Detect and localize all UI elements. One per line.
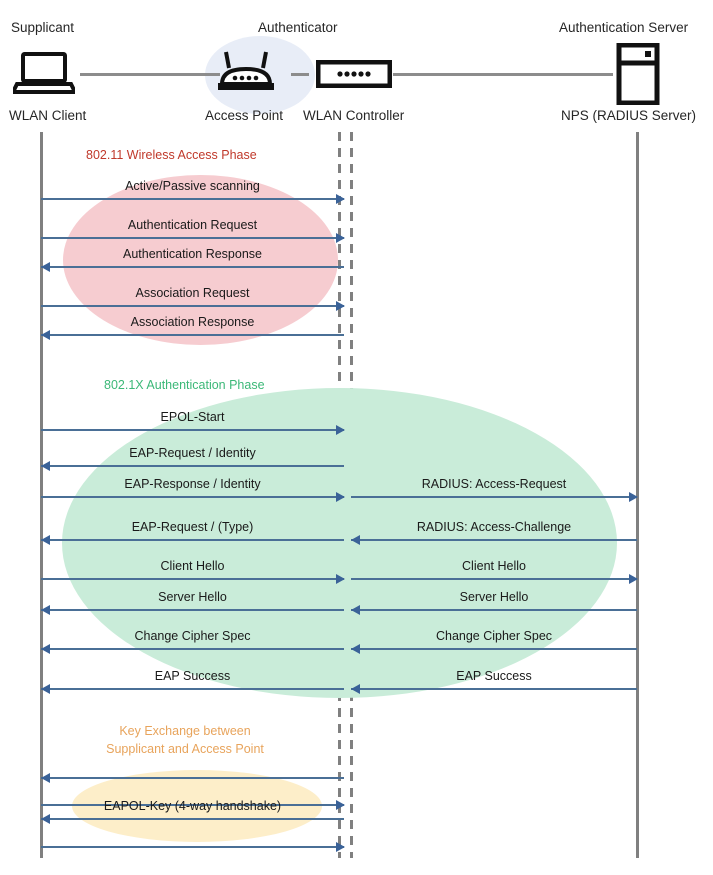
- actor-device-wlan-client: WLAN Client: [9, 108, 87, 123]
- actor-role-authenticator: Authenticator: [258, 20, 338, 35]
- message-arrow-right-3: [351, 609, 637, 611]
- message-arrow-left-9-head: [336, 574, 345, 584]
- message-arrow-left-16-head: [336, 842, 345, 852]
- message-arrow-left-0-head: [336, 194, 345, 204]
- message-arrow-left-4-head: [41, 330, 50, 340]
- message-arrow-left-12: [41, 688, 344, 690]
- message-arrow-left-9: [41, 578, 344, 580]
- phase-blob-key-exchange: [72, 770, 322, 842]
- message-arrow-right-2-head: [629, 574, 638, 584]
- phase-caption-wireless-access: 802.11 Wireless Access Phase: [86, 148, 257, 162]
- message-arrow-right-1-head: [351, 535, 360, 545]
- message-arrow-right-3-head: [351, 605, 360, 615]
- message-label-right-2: Client Hello: [462, 559, 526, 573]
- phase-caption-key-exchange: Key Exchange between Supplicant and Acce…: [85, 722, 285, 758]
- message-arrow-left-11: [41, 648, 344, 650]
- message-label-left-10: Server Hello: [158, 590, 227, 604]
- message-arrow-left-14-head: [336, 800, 345, 810]
- message-label-right-0: RADIUS: Access-Request: [421, 477, 567, 491]
- message-label-left-12: EAP Success: [154, 669, 231, 683]
- message-arrow-left-1: [41, 237, 344, 239]
- message-arrow-left-8-head: [41, 535, 50, 545]
- laptop-icon: [13, 52, 75, 94]
- message-arrow-left-10: [41, 609, 344, 611]
- phase-blob-wireless-access: [63, 175, 338, 345]
- message-label-left-8: EAP-Request / (Type): [131, 520, 254, 534]
- message-arrow-right-2: [351, 578, 637, 580]
- message-label-right-5: EAP Success: [456, 669, 532, 683]
- message-arrow-left-6-head: [41, 461, 50, 471]
- message-label-left-15: EAPOL-Key (4-way handshake): [103, 799, 282, 813]
- message-label-left-5: EPOL-Start: [160, 410, 225, 424]
- actor-device-nps: NPS (RADIUS Server): [561, 108, 697, 123]
- message-label-left-6: EAP-Request / Identity: [129, 446, 256, 460]
- phase-blob-8021x: [62, 388, 617, 698]
- message-arrow-right-5-head: [351, 684, 360, 694]
- message-arrow-left-13-head: [41, 773, 50, 783]
- access-point-icon: [218, 51, 274, 90]
- message-arrow-left-11-head: [41, 644, 50, 654]
- phase-caption-key-exchange-line2: Supplicant and Access Point: [106, 742, 264, 756]
- message-arrow-left-3-head: [336, 301, 345, 311]
- message-arrow-right-1: [351, 539, 637, 541]
- message-arrow-left-2: [41, 266, 344, 268]
- message-label-left-3: Association Request: [135, 286, 250, 300]
- message-label-right-1: RADIUS: Access-Challenge: [416, 520, 572, 534]
- message-label-left-0: Active/Passive scanning: [125, 179, 260, 193]
- message-arrow-left-8: [41, 539, 344, 541]
- message-arrow-left-12-head: [41, 684, 50, 694]
- message-label-right-4: Change Cipher Spec: [435, 629, 553, 643]
- message-arrow-left-1-head: [336, 233, 345, 243]
- message-label-left-7: EAP-Response / Identity: [124, 477, 261, 491]
- actor-device-wlan-controller: WLAN Controller: [303, 108, 405, 123]
- message-arrow-left-5: [41, 429, 344, 431]
- message-label-left-11: Change Cipher Spec: [134, 629, 251, 643]
- message-label-left-4: Association Response: [130, 315, 255, 329]
- message-label-right-3: Server Hello: [459, 590, 529, 604]
- message-arrow-left-5-head: [336, 425, 345, 435]
- message-arrow-left-6: [41, 465, 344, 467]
- message-arrow-left-14: [41, 804, 344, 806]
- message-arrow-left-15: [41, 818, 344, 820]
- link-ap-controller: [291, 73, 309, 76]
- link-client-ap: [80, 73, 220, 76]
- message-label-left-1: Authentication Request: [127, 218, 258, 232]
- message-arrow-left-10-head: [41, 605, 50, 615]
- lifeline-supplicant: [40, 132, 43, 858]
- actor-role-supplicant: Supplicant: [11, 20, 75, 35]
- phase-caption-key-exchange-line1: Key Exchange between: [119, 724, 251, 738]
- message-arrow-left-2-head: [41, 262, 50, 272]
- message-arrow-right-5: [351, 688, 637, 690]
- server-icon: [616, 43, 660, 105]
- message-label-left-2: Authentication Response: [123, 247, 262, 261]
- phase-caption-8021x: 802.1X Authentication Phase: [104, 378, 265, 392]
- message-arrow-right-0-head: [629, 492, 638, 502]
- message-arrow-left-4: [41, 334, 344, 336]
- message-arrow-right-4-head: [351, 644, 360, 654]
- message-arrow-left-0: [41, 198, 344, 200]
- message-arrow-left-15-head: [41, 814, 50, 824]
- message-arrow-left-13: [41, 777, 344, 779]
- message-arrow-left-7-head: [336, 492, 345, 502]
- message-arrow-left-16: [41, 846, 344, 848]
- link-controller-server: [393, 73, 613, 76]
- message-arrow-right-4: [351, 648, 637, 650]
- actor-device-access-point: Access Point: [205, 108, 284, 123]
- message-arrow-left-7: [41, 496, 344, 498]
- message-label-left-9: Client Hello: [160, 559, 225, 573]
- message-arrow-right-0: [351, 496, 637, 498]
- message-arrow-left-3: [41, 305, 344, 307]
- actor-role-authentication-server: Authentication Server: [559, 20, 689, 35]
- wlan-controller-icon: [316, 60, 392, 88]
